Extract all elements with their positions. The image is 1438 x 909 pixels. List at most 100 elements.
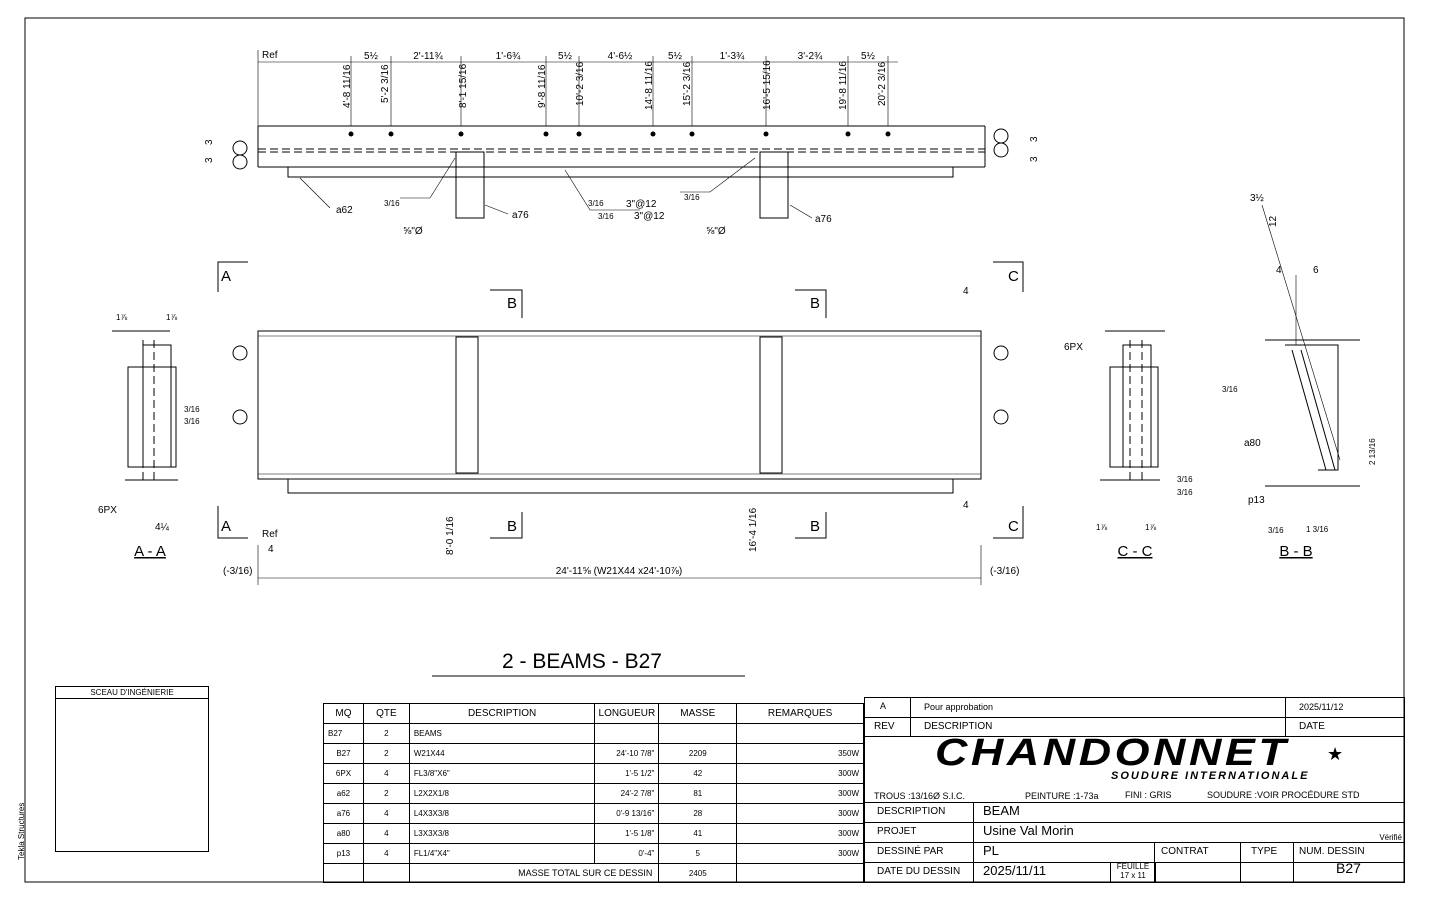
top-dim: 5½ <box>861 51 876 62</box>
offset-left: (-3/16) <box>223 566 252 577</box>
hole-label: ⅝"Ø <box>403 226 423 237</box>
bom-mass <box>658 723 738 744</box>
ref-label: Ref <box>262 50 278 61</box>
weld-spacing: 3"@12 <box>634 211 665 222</box>
bom-qty: 2 <box>362 743 410 764</box>
bom-header: MASSE <box>658 703 738 724</box>
section-title-c-c: C - C <box>1118 543 1153 560</box>
dim-4: 4 <box>268 544 274 555</box>
seal-label: SCEAU D'INGÉNIERIE <box>56 687 208 699</box>
bom-qty: 4 <box>362 823 410 844</box>
brand-subtitle: SOUDURE INTERNATIONALE <box>1111 770 1310 782</box>
dim-6: 6 <box>1313 265 1319 276</box>
angle-a62 <box>287 166 954 178</box>
bom-qty: 4 <box>362 803 410 824</box>
bom-description: L3X3X3/8 <box>408 823 596 844</box>
section-title-b-b: B - B <box>1279 543 1312 560</box>
section-title-a-a: A - A <box>134 543 166 560</box>
bom-length: 0'-9 13/16" <box>594 803 660 824</box>
drawing-number-value: B27 <box>1336 860 1361 876</box>
project-value: Usine Val Morin <box>983 823 1074 838</box>
vert-dim: 20'-2 3/16 <box>877 61 888 106</box>
bom-remarks: 350W <box>736 743 864 764</box>
vert-dim: 19'-8 11/16 <box>838 61 849 110</box>
engineering-seal: SCEAU D'INGÉNIERIE <box>55 686 209 852</box>
description-header: DESCRIPTION <box>924 721 993 732</box>
drawing-date-label: DATE DU DESSIN <box>877 866 961 877</box>
section-mark-b: B <box>810 295 820 312</box>
bom-remarks: 300W <box>736 803 864 824</box>
top-dim: 2'-11¾ <box>413 51 443 62</box>
sheet-size-label: FEUILLE <box>1116 862 1150 871</box>
rev-header: REV <box>874 721 895 732</box>
bom-remarks: 300W <box>736 823 864 844</box>
bom-header: MQ <box>323 703 364 724</box>
section-b-b: 3½ 12 4 6 a80 p13 3/16 3/16 1 3/16 2 13/… <box>1222 193 1377 560</box>
side-dim: 3 <box>1029 156 1040 162</box>
weld-label: 3/16 <box>598 212 614 221</box>
part-label-p13: p13 <box>1248 495 1265 506</box>
dim-3-1-2: 3½ <box>1250 193 1265 204</box>
vert-dim: 5'-2 3/16 <box>380 64 391 103</box>
dim-4-1-4: 4¼ <box>155 521 170 533</box>
bom-length: 1'-5 1/2" <box>594 763 660 784</box>
ref-label: Ref <box>262 529 278 540</box>
bom-description: FL3/8"X6" <box>408 763 596 784</box>
section-mark-b: B <box>810 518 820 535</box>
weld-label: 3/16 <box>684 193 700 202</box>
rev-date: 2025/11/12 <box>1299 702 1344 712</box>
bom-qty: 2 <box>362 723 410 744</box>
dim-12: 12 <box>1268 215 1279 227</box>
weld-spacing: 3"@12 <box>626 199 657 210</box>
part-label-a62: a62 <box>336 205 353 216</box>
part-label-a80: a80 <box>1244 438 1261 449</box>
bom-mass: 5 <box>658 843 738 864</box>
sheet-size-value: 17 x 11 <box>1120 871 1146 880</box>
brand-name: CHANDONNET <box>935 732 1290 774</box>
weld-label: 3/16 <box>1177 488 1193 497</box>
top-view: Ref 5½ 2'-11¾ 1'-6¾ 5½ 4'-6½ 5½ 1'-3¾ 3'… <box>204 50 1040 237</box>
bom-header: DESCRIPTION <box>408 703 596 724</box>
offset-right: (-3/16) <box>990 566 1019 577</box>
angle-a62-elevation <box>287 478 954 494</box>
hole-label: ⅝"Ø <box>706 226 726 237</box>
bom-mark: a80 <box>323 823 364 844</box>
bom-description: L2X2X1/8 <box>408 783 596 804</box>
elevation-view: A A C C B B B B 24'-11⅝ (W21X44 x24'-10⅞… <box>217 261 1024 585</box>
vert-dim: 14'-8 11/16 <box>644 61 655 110</box>
mid-dim: 16'-4 1/16 <box>748 507 759 552</box>
section-mark-c: C <box>1008 518 1019 535</box>
bom-mass: 41 <box>658 823 738 844</box>
bom-remarks: 300W <box>736 763 864 784</box>
section-mark-b: B <box>507 295 517 312</box>
section-mark-a: A <box>221 518 231 535</box>
bom-mark: a76 <box>323 803 364 824</box>
description-value: BEAM <box>983 803 1020 818</box>
drawing-title: 2 - BEAMS - B27 <box>502 650 662 673</box>
section-mark-b: B <box>507 518 517 535</box>
side-label: Tekla Structures <box>17 803 26 860</box>
bom-header: QTE <box>362 703 410 724</box>
bom-total-label: MASSE TOTAL SUR CE DESSIN <box>408 863 660 883</box>
bom-description: FL1/4"X4" <box>408 843 596 864</box>
overall-length: 24'-11⅝ (W21X44 x24'-10⅞) <box>556 566 682 577</box>
part-label-6px: 6PX <box>1064 342 1083 353</box>
vert-dim: 15'-2 3/16 <box>682 61 693 106</box>
top-dim: 1'-3¾ <box>720 51 745 62</box>
drawn-by-label: DESSINÉ PAR <box>877 846 944 857</box>
vert-dim: 16'-5 15/16 <box>762 60 773 110</box>
bom-qty: 4 <box>362 843 410 864</box>
dim-1-7-8: 1⅞ <box>1145 523 1156 532</box>
date-header: DATE <box>1299 721 1325 732</box>
top-dim: 5½ <box>364 51 379 62</box>
bom-header: REMARQUES <box>736 703 864 724</box>
beam-elevation <box>257 330 982 480</box>
stiffener-left <box>455 336 479 474</box>
weld-label: 3/16 <box>588 199 604 208</box>
side-dim: 3 <box>204 157 215 163</box>
